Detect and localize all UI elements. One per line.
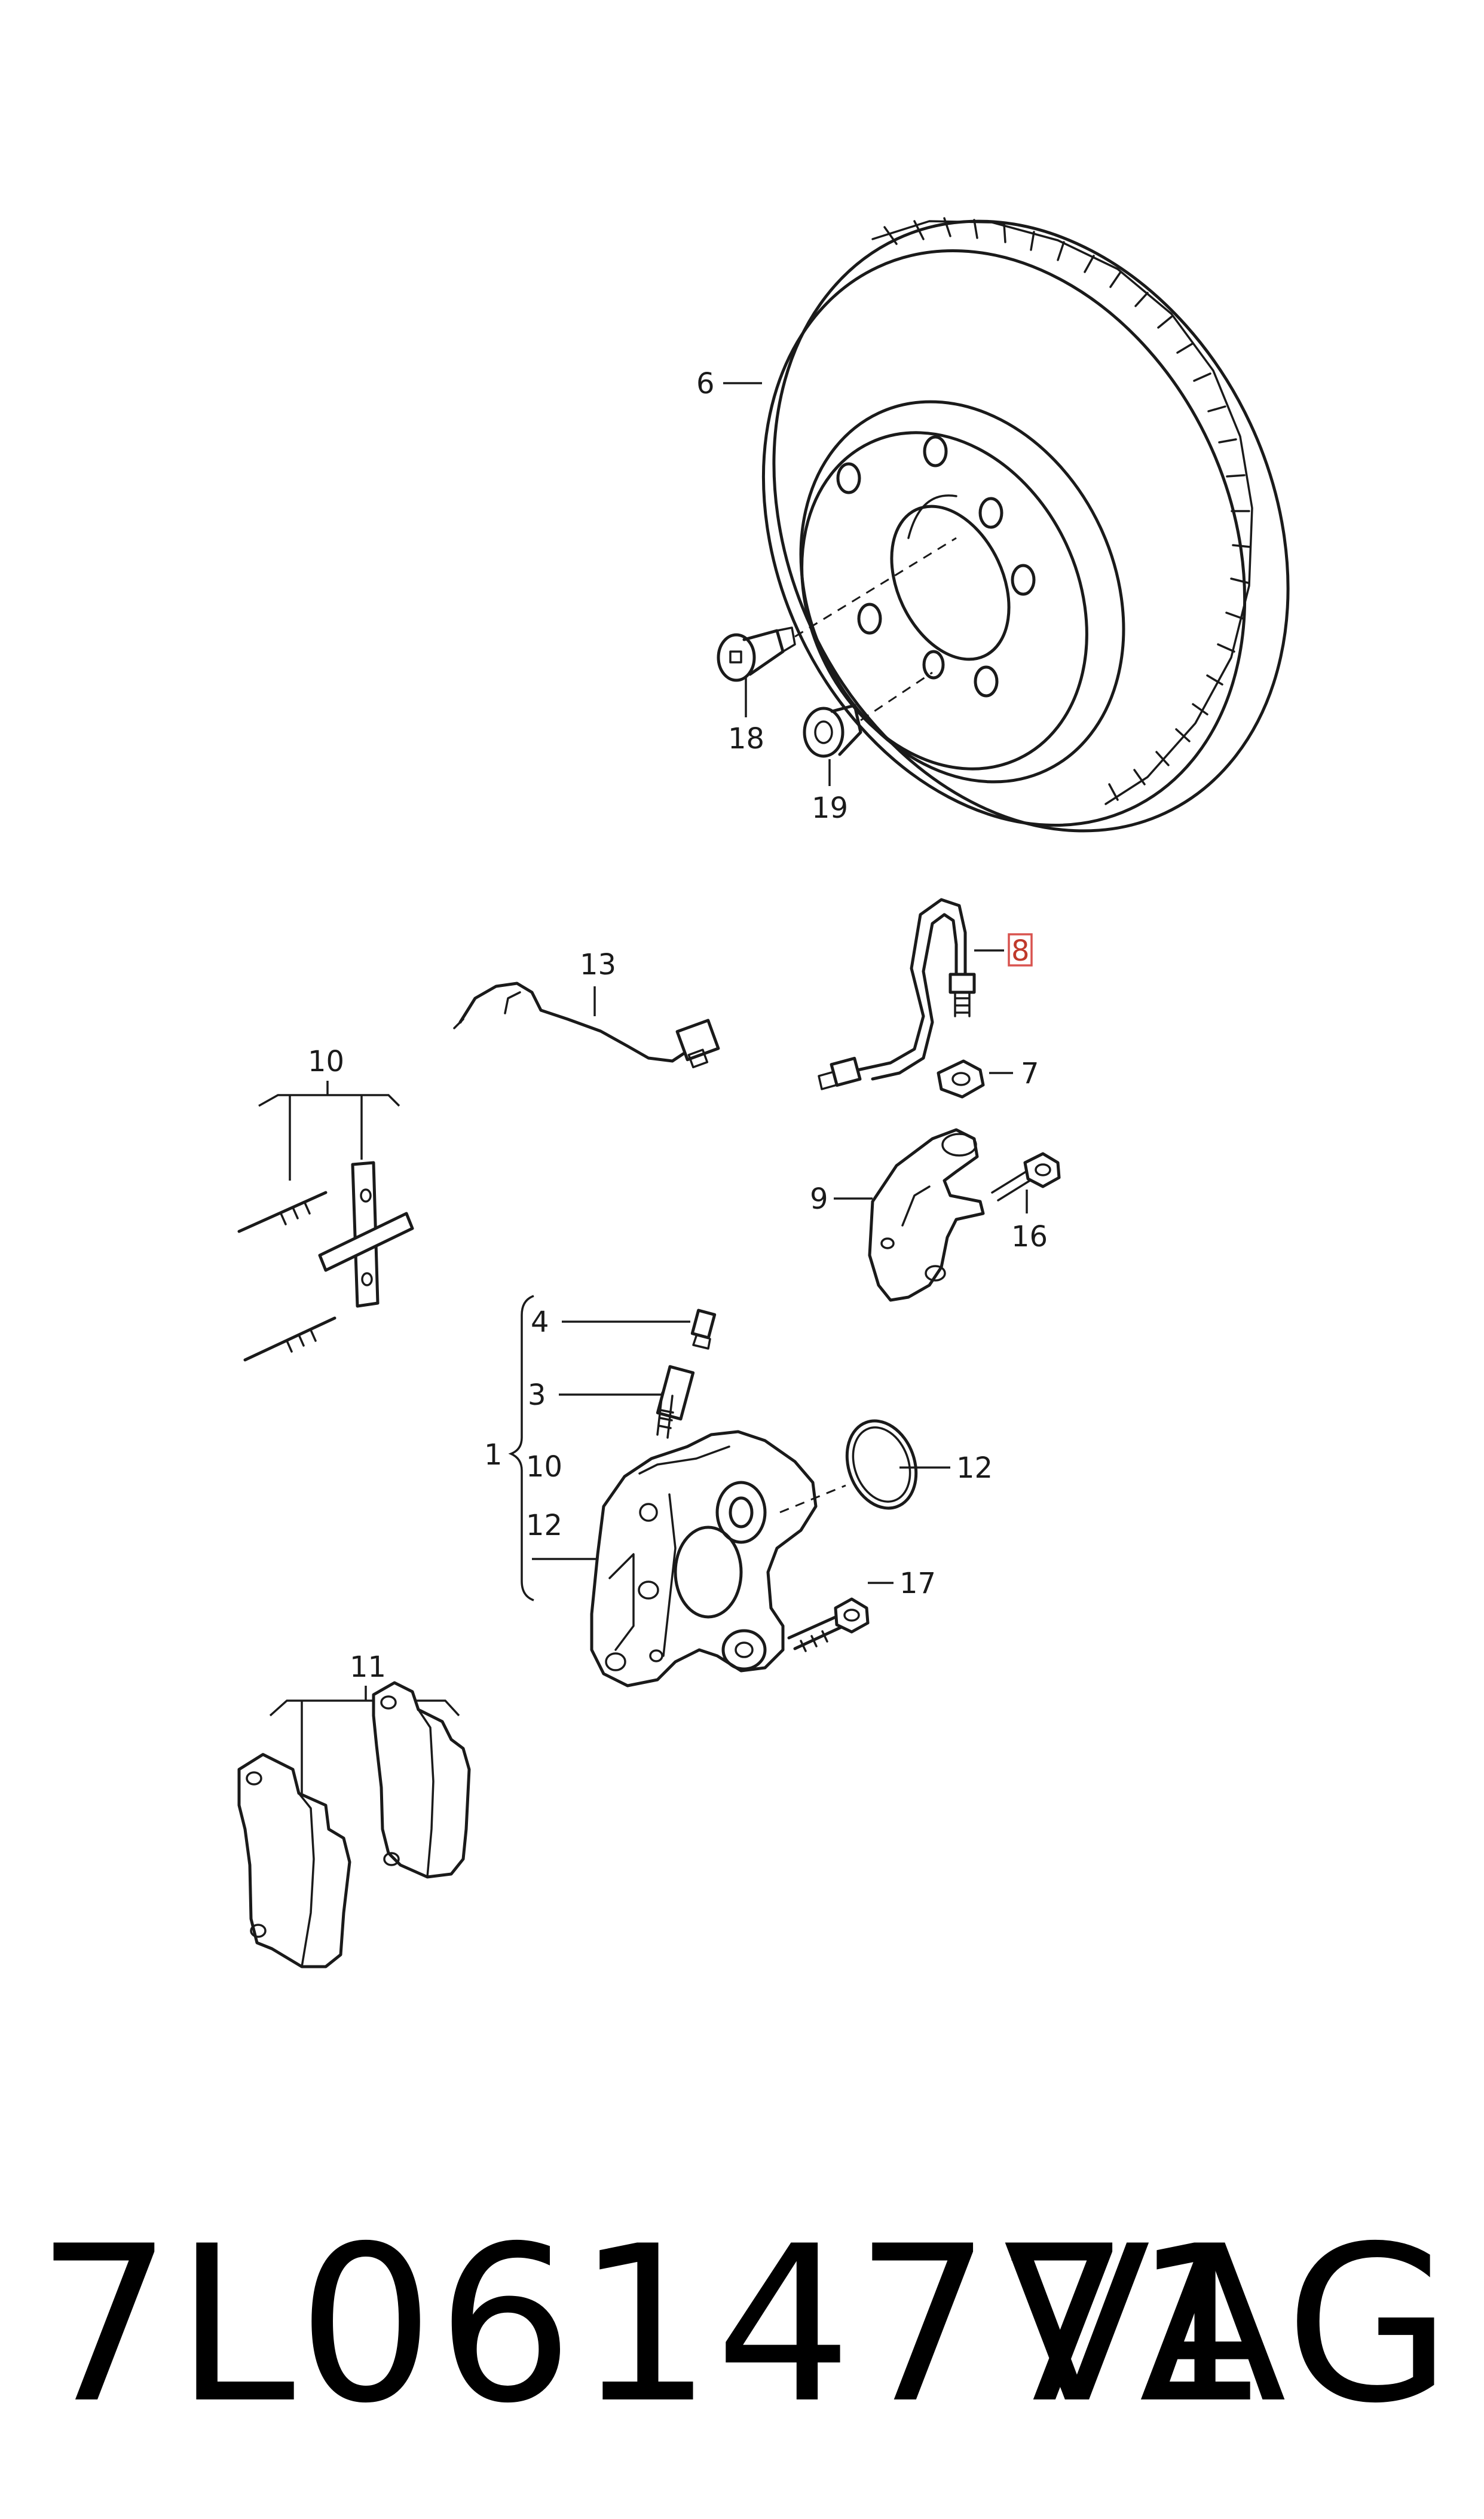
exploded-parts-diagram: 6 18 19 13 8 7 9 16 10 4 3 1 10 12 12 17… (237, 217, 1290, 1968)
label-6: 6 (696, 367, 715, 401)
bleeder-valve (690, 1309, 717, 1350)
bracket (868, 1128, 985, 1302)
wear-sensor (453, 982, 720, 1069)
footer: 7L0614771 VAG (0, 2188, 1484, 2463)
caliper-bolt (787, 1597, 870, 1652)
disc-screw-axis (794, 537, 957, 638)
label-7: 7 (1021, 1057, 1039, 1090)
callout-labels: 6 18 19 13 8 7 9 16 10 4 3 1 10 12 12 17… (308, 367, 1048, 1684)
seal-ring (845, 1419, 918, 1510)
disc-plug (803, 704, 862, 758)
seal-ring-axis (779, 1484, 846, 1514)
label-8[interactable]: 8 (1011, 934, 1030, 968)
guide-pin (656, 1365, 695, 1439)
label-12: 12 (956, 1451, 993, 1485)
leader-lines (508, 382, 1028, 1601)
label-16: 16 (1011, 1220, 1048, 1254)
pad-retainer-kit (237, 1081, 414, 1362)
clip (937, 1059, 985, 1099)
label-9: 9 (810, 1182, 828, 1216)
brand-name: VAG (1003, 2200, 1454, 2450)
label-13: 13 (580, 948, 616, 982)
label-4: 4 (531, 1306, 549, 1339)
label-10-group: 10 (526, 1450, 562, 1484)
caliper (590, 1430, 818, 1688)
label-10-kit: 10 (308, 1045, 344, 1078)
label-18: 18 (728, 722, 764, 756)
disc-plug-axis (860, 671, 933, 722)
label-17: 17 (899, 1567, 936, 1600)
brake-pads (237, 1681, 471, 1968)
bracket-bolt (991, 1152, 1061, 1202)
highlight-box-8 (1008, 933, 1033, 967)
label-1: 1 (484, 1438, 503, 1472)
label-12-group: 12 (526, 1509, 562, 1542)
label-11: 11 (350, 1650, 386, 1684)
disc-screw (717, 626, 796, 682)
label-19: 19 (812, 791, 848, 825)
brake-hose (818, 898, 976, 1090)
brake-disc (761, 217, 1290, 833)
part-number: 7L0614771 (36, 2200, 1272, 2450)
label-3: 3 (528, 1378, 546, 1412)
